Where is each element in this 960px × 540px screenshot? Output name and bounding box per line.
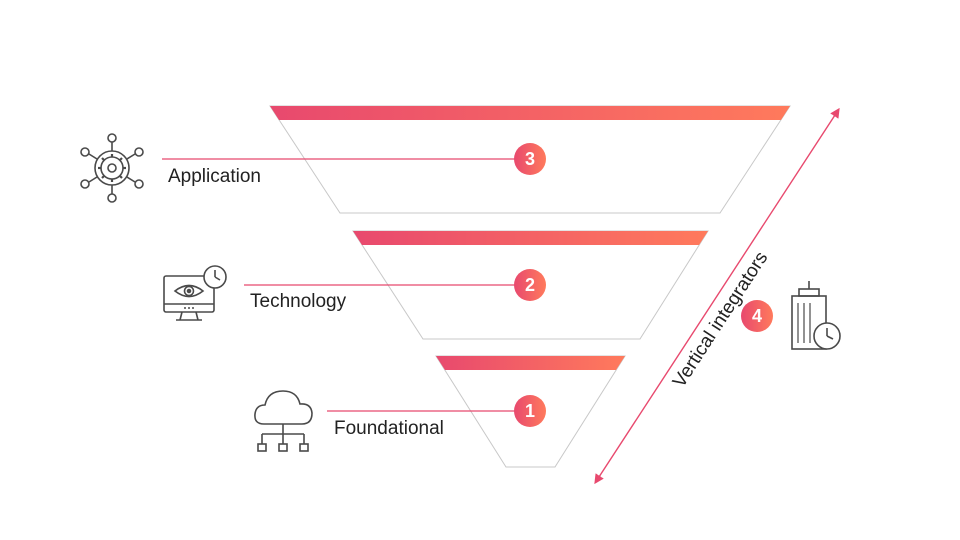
layer-number-badge-3: 3	[514, 143, 546, 175]
layer-label-application: Application	[168, 166, 261, 187]
layer-label-foundational: Foundational	[334, 418, 444, 439]
layer-number-badge-2: 2	[514, 269, 546, 301]
layer-label-technology: Technology	[250, 291, 347, 312]
vertical-integrators-badge: 4	[741, 300, 773, 332]
monitor-eye-icon	[163, 265, 227, 321]
gear-network-icon	[80, 133, 144, 203]
layer-number-badge-1: 1	[514, 395, 546, 427]
cloud-network-icon	[254, 390, 313, 452]
vertical-integrators-arrow	[594, 107, 840, 485]
funnel-layer-foundational	[435, 355, 626, 468]
building-clock-icon	[791, 281, 841, 350]
